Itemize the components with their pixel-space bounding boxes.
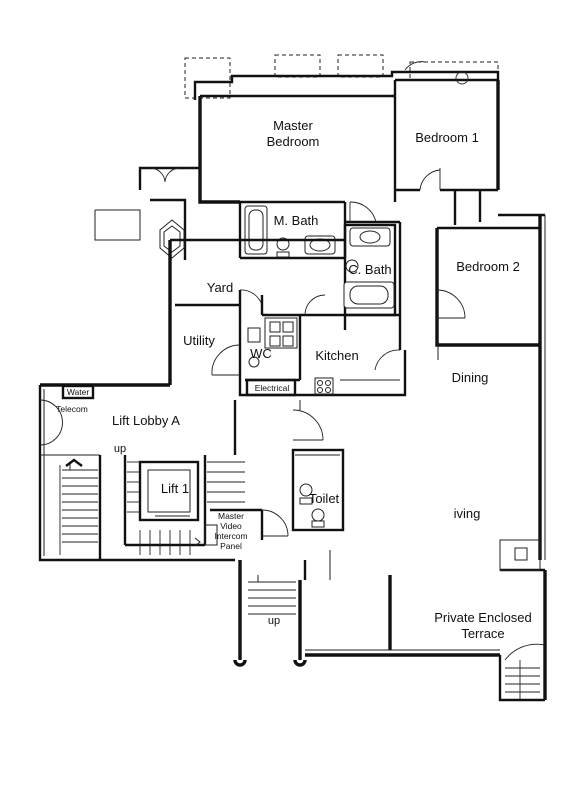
label-c-bath: C. Bath (348, 262, 391, 277)
label-master-bedroom-1: Master (273, 118, 313, 133)
label-intercom-2: Video (220, 521, 242, 531)
label-lift: Lift 1 (161, 481, 189, 496)
walls-lobby (38, 383, 289, 562)
label-terrace-2: Terrace (461, 626, 504, 641)
label-kitchen: Kitchen (315, 348, 358, 363)
label-yard: Yard (207, 280, 234, 295)
label-living: iving (454, 506, 481, 521)
room-labels: Master Bedroom Bedroom 1 Bedroom 2 M. Ba… (56, 118, 532, 641)
door-bedroom2 (436, 289, 466, 319)
stairs-lobby (59, 458, 245, 555)
label-wc: WC (250, 346, 272, 361)
walls-service (168, 238, 407, 397)
label-intercom-3: Intercom (214, 531, 247, 541)
electrical-box (245, 378, 297, 397)
label-bedroom-2: Bedroom 2 (456, 259, 520, 274)
label-m-bath: M. Bath (274, 213, 319, 228)
doors-bedrooms (349, 61, 469, 223)
porch-upper (94, 166, 200, 260)
label-intercom-1: Master (218, 511, 244, 521)
label-up-lobby: up (114, 443, 126, 455)
label-telecom: Telecom (56, 404, 88, 414)
label-lift-lobby: Lift Lobby A (112, 413, 180, 428)
label-terrace-1: Private Enclosed (434, 610, 532, 625)
walls-bedroom2 (435, 190, 546, 560)
walls-bedrooms (198, 78, 500, 350)
walls-living (303, 345, 547, 700)
toilet-room (291, 400, 345, 532)
label-intercom-4: Panel (220, 541, 242, 551)
bay-windows (184, 54, 500, 100)
c-bath-walls (343, 223, 397, 317)
label-water: Water (67, 387, 90, 397)
label-dining: Dining (452, 370, 489, 385)
label-toilet: Toilet (309, 491, 340, 506)
label-master-bedroom-2: Bedroom (267, 134, 320, 149)
label-utility: Utility (183, 333, 215, 348)
label-bedroom-1: Bedroom 1 (415, 130, 479, 145)
doors-service (211, 289, 401, 376)
terrace-stair (498, 643, 546, 702)
label-up-stair: up (268, 615, 280, 627)
label-electrical: Electrical (255, 383, 290, 393)
stairs-lower (233, 560, 307, 667)
